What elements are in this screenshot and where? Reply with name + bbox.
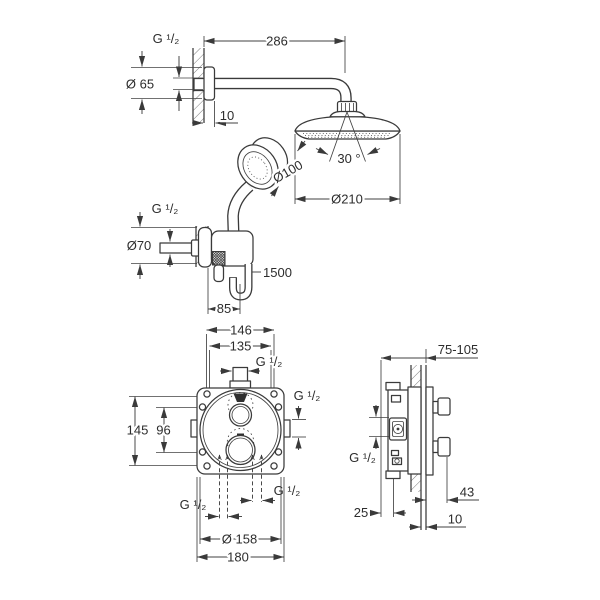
temp-marker — [233, 393, 248, 402]
side-temp-knob — [437, 397, 451, 416]
holder-supply-pipe — [159, 242, 194, 254]
side-body-depth-dim: 25 — [354, 505, 368, 520]
holder-escutcheon — [197, 226, 213, 268]
arm-length-dim: 286 — [266, 34, 288, 49]
holder-offset-dim: 85 — [217, 301, 231, 316]
front-height-dim: 145 — [127, 423, 149, 438]
arm-wall-nut — [193, 77, 206, 92]
hose-outlet-stub — [213, 264, 225, 283]
front-inlet-thread-label: G ¹/₂ — [256, 354, 283, 369]
temp-knob — [228, 403, 253, 427]
arm-escutcheon — [203, 66, 216, 101]
front-width-outer-dim: 146 — [230, 323, 252, 338]
front-box-width-dim: 180 — [227, 550, 249, 565]
side-thread-label: G ¹/₂ — [349, 450, 376, 465]
arm-flange-dia-dim: Ø 65 — [126, 77, 154, 92]
side-knob-protrusion-dim: 43 — [460, 485, 474, 500]
front-width-inner-dim: 135 — [230, 339, 252, 354]
holder-thread-label: G ¹/₂ — [152, 201, 179, 216]
hose-outlet-knurl — [212, 251, 226, 266]
spray-angle-dim: 30 ° — [337, 151, 360, 166]
arm-wall-gap-dim: 10 — [220, 108, 234, 123]
valve-side-view: 75-105 G ¹/₂ 43 25 10 — [347, 340, 480, 531]
side-flange-plate — [407, 386, 422, 475]
side-bottom-bracket — [385, 470, 401, 480]
head-dia-dim: Ø210 — [331, 192, 363, 207]
front-bl-thread-label: G ¹/₂ — [180, 497, 207, 512]
head-shower-assembly: 30 ° 286 G ¹/₂ Ø 65 10 Ø210 — [124, 29, 401, 209]
front-inlet-flange — [229, 380, 252, 389]
front-trim-dia-dim: Ø 158 — [222, 532, 257, 547]
valve-box-circle — [199, 388, 282, 472]
holder-flange-dia-dim: Ø70 — [127, 238, 152, 253]
head-dome — [294, 115, 401, 132]
valve-front-view: 146 135 G ¹/₂ — [124, 320, 322, 567]
side-top-bracket — [385, 381, 401, 391]
side-trim-plate — [425, 386, 434, 476]
side-install-depth-dim: 75-105 — [438, 342, 478, 357]
front-port-spacing-dim: 96 — [156, 423, 170, 438]
arm-thread-label: G ¹/₂ — [153, 31, 180, 46]
hose-length-dim: 1500 — [263, 265, 292, 280]
front-inlet-pipe — [232, 366, 249, 383]
front-br-thread-label: G ¹/₂ — [274, 483, 301, 498]
hand-shower-face — [237, 144, 279, 190]
volume-knob — [225, 434, 256, 466]
side-wall-thickness-dim: 10 — [448, 512, 462, 527]
front-side-thread-label: G ¹/₂ — [294, 388, 321, 403]
side-volume-knob — [437, 436, 451, 457]
hand-shower-assembly: Ø100 G ¹/₂ Ø70 1500 85 — [124, 137, 308, 318]
